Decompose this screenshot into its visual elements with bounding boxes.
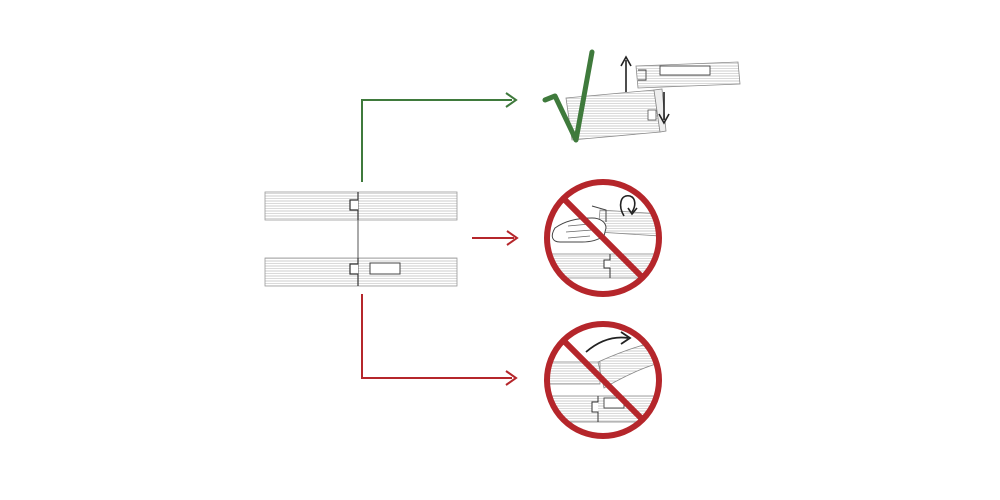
joint-insert	[369, 262, 401, 275]
outcome-bend-forbidden	[544, 179, 662, 297]
outcome-curve-forbidden	[544, 321, 662, 439]
top-board	[264, 191, 458, 221]
arrow-head-curve	[505, 370, 518, 386]
lift-up-arrow	[620, 55, 632, 92]
bend-curved-arrow-icon	[619, 195, 636, 217]
outcome-correct	[542, 49, 741, 143]
top-joint-profile	[349, 192, 359, 220]
arrow-to-curve	[361, 294, 512, 379]
prohibited-icon	[544, 179, 662, 297]
bottom-board	[264, 257, 458, 287]
curve-arrow-icon	[585, 336, 629, 353]
connector-arrows	[361, 92, 519, 386]
correct-lower-panel	[565, 88, 667, 141]
check-mark-icon	[542, 49, 595, 143]
bottom-joint-profile	[349, 258, 359, 286]
prohibited-icon	[544, 321, 662, 439]
correct-upper-panel	[635, 61, 741, 89]
prohibited-slash	[560, 195, 646, 281]
prohibited-slash	[560, 337, 646, 423]
lower-down-arrow	[658, 92, 670, 125]
arrow-to-correct	[361, 99, 512, 182]
source-panels	[264, 191, 458, 287]
arrow-head-bend	[506, 230, 519, 246]
arrow-head-correct	[505, 92, 518, 108]
